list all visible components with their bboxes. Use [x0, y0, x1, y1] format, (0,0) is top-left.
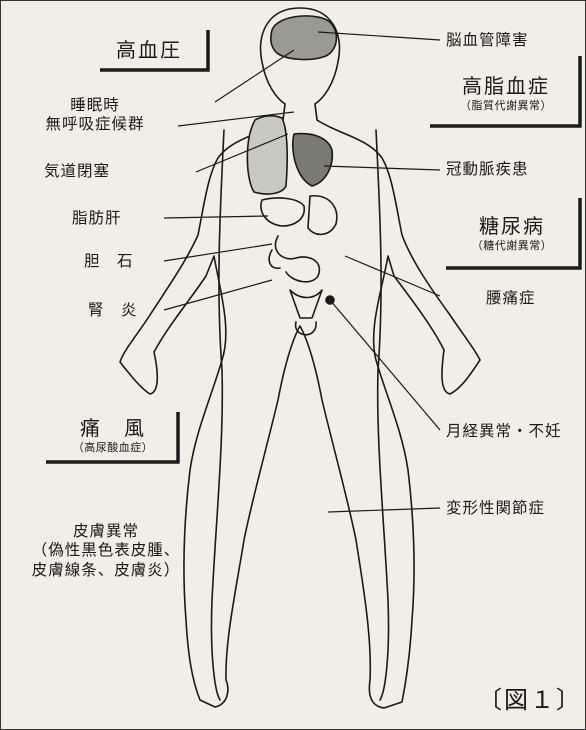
- hyperlipidemia-sub: （脂質代謝異常）: [436, 99, 576, 113]
- label-fatty-liver: 脂肪肝: [72, 209, 122, 228]
- label-arthrosis: 変形性関節症: [446, 499, 545, 518]
- left-vessel: [211, 130, 224, 700]
- leader-lines: [164, 32, 440, 512]
- label-skin: 皮膚異常 （偽性黒色表皮腫、 皮膚線条、皮膚炎）: [14, 522, 198, 580]
- right-vessel: [376, 130, 389, 700]
- gout-title: 痛 風: [50, 416, 176, 441]
- skin-line3: 皮膚線条、皮膚炎）: [14, 561, 198, 580]
- figure-caption: 〔図１〕: [478, 680, 582, 715]
- label-diabetes: 糖尿病 （糖代謝異常）: [446, 214, 578, 253]
- stomach: [308, 196, 337, 235]
- leader-coronary: [324, 166, 440, 170]
- label-hypertension: 高血圧: [116, 38, 182, 63]
- gout-sub: （高尿酸血症）: [50, 441, 176, 455]
- leader-hypertension: [215, 50, 294, 102]
- heart: [293, 134, 333, 186]
- leader-lumbago: [345, 256, 440, 296]
- skin-line1: 皮膚異常: [14, 522, 198, 541]
- label-lumbago: 腰痛症: [486, 289, 536, 308]
- diabetes-title: 糖尿病: [446, 214, 578, 239]
- leader-arthrosis: [328, 508, 440, 512]
- label-cerebrovascular: 脳血管障害: [446, 31, 529, 50]
- uterus: [290, 290, 322, 318]
- label-hyperlipidemia: 高脂血症 （脂質代謝異常）: [436, 74, 576, 113]
- sleep-apnea-line2: 無呼吸症候群: [20, 115, 170, 134]
- left-lung: [247, 116, 287, 194]
- label-nephritis: 腎 炎: [88, 301, 138, 320]
- intestines: [275, 236, 319, 282]
- leader-fatty-liver: [164, 216, 268, 218]
- brain-outline: [271, 16, 337, 60]
- leader-menstrual: [330, 300, 440, 430]
- body-outline: [120, 8, 480, 708]
- sleep-apnea-line1: 睡眠時: [20, 96, 170, 115]
- label-airway: 気道閉塞: [44, 162, 110, 181]
- diabetes-sub: （糖代謝異常）: [446, 239, 578, 253]
- leader-gallstone: [164, 244, 272, 261]
- label-sleep-apnea: 睡眠時 無呼吸症候群: [20, 96, 170, 135]
- leader-nephritis: [164, 280, 272, 310]
- label-menstrual: 月経異常・不妊: [446, 422, 562, 441]
- liver: [261, 198, 304, 226]
- hyperlipidemia-title: 高脂血症: [436, 74, 576, 99]
- label-gout: 痛 風 （高尿酸血症）: [50, 416, 176, 455]
- label-gallstone: 胆 石: [84, 252, 134, 271]
- label-coronary: 冠動脈疾患: [446, 160, 529, 179]
- skin-line2: （偽性黒色表皮腫、: [14, 541, 198, 560]
